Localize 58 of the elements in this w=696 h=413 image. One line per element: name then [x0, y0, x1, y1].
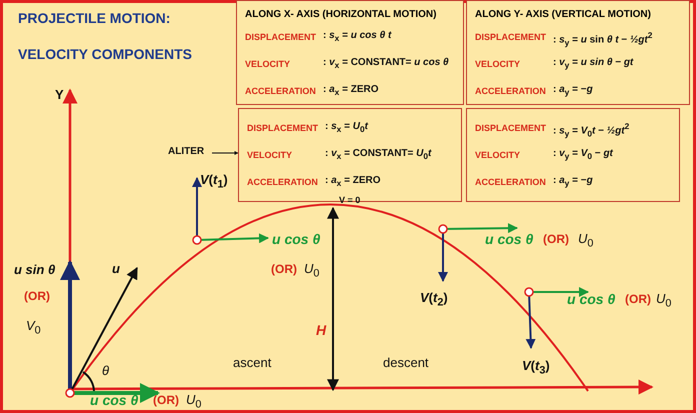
quantity-name: VELOCITY	[475, 150, 520, 160]
phase-label: descent	[383, 355, 429, 370]
equation: : a$_{x}$ = ZERO	[323, 84, 378, 97]
box-heading: ALONG X- AXIS (HORIZONTAL MOTION)	[245, 9, 436, 20]
or-label: (OR)	[271, 262, 297, 276]
quantity-name: DISPLACEMENT	[247, 123, 318, 133]
equation: : a$_{y}$ = −g	[553, 175, 593, 188]
phase-label: ascent	[233, 355, 272, 370]
quantity-name: DISPLACEMENT	[475, 32, 546, 42]
magnitude-label: U$_{0}$	[656, 291, 672, 310]
box-heading: ALONG Y- AXIS (VERTICAL MOTION)	[475, 9, 651, 20]
component-label: u sin θ	[14, 262, 56, 277]
component-label: u cos θ	[485, 231, 534, 247]
magnitude-label: U$_{0}$	[186, 392, 202, 411]
quantity-name: ACCELERATION	[475, 177, 546, 187]
equation: : v$_{y}$ = V$_{0}$ − gt	[553, 148, 613, 161]
vector-label: V(t$_{2}$)	[420, 290, 448, 309]
quantity-name: ACCELERATION	[245, 86, 316, 96]
equation-box	[238, 108, 462, 202]
equation: : a$_{y}$ = −g	[553, 84, 593, 97]
quantity-name: ACCELERATION	[247, 177, 318, 187]
component-label: u cos θ	[272, 231, 320, 247]
magnitude-label: V$_{0}$	[26, 318, 41, 337]
quantity-name: VELOCITY	[475, 59, 520, 69]
equation: : s$_{x}$ = u cos θ t	[323, 30, 392, 43]
angle-label: θ	[102, 363, 110, 378]
or-label: (OR)	[625, 292, 651, 306]
title: VELOCITY COMPONENTS	[18, 46, 192, 62]
or-label: (OR)	[543, 232, 569, 246]
equation: : s$_{y}$ = u sin θ t − ½gt$^{2}$	[553, 30, 652, 48]
or-label: (OR)	[24, 289, 50, 303]
quantity-name: DISPLACEMENT	[245, 32, 316, 42]
equation: : s$_{y}$ = V$_{0}$t − ½gt$^{2}$	[553, 121, 630, 138]
vector-label: V(t$_{1}$)	[200, 172, 228, 191]
quantity-name: VELOCITY	[247, 150, 292, 160]
equation: : s$_{x}$ = U$_{0}$t	[325, 121, 368, 134]
axis-label: Y	[55, 87, 64, 102]
equation: : v$_{x}$ = CONSTANT= U$_{0}$t	[325, 148, 432, 161]
arrow	[212, 151, 238, 155]
equation: : a$_{x}$ = ZERO	[325, 175, 380, 188]
vector-label: u	[112, 261, 120, 276]
component-label: u cos θ	[90, 392, 138, 408]
or-label: (OR)	[153, 393, 179, 407]
component-label: u cos θ	[567, 291, 616, 307]
quantity-name: VELOCITY	[245, 59, 290, 69]
quantity-name: ACCELERATION	[475, 86, 546, 96]
aliter-label: ALITER	[168, 146, 204, 157]
magnitude-label: U$_{0}$	[578, 231, 594, 250]
equation-box	[236, 0, 464, 105]
equation: : v$_{x}$ = CONSTANT= u cos θ	[323, 57, 449, 70]
title: PROJECTILE MOTION:	[18, 10, 170, 26]
height-label: H	[316, 322, 326, 338]
equation-box	[466, 0, 690, 105]
equation: : v$_{y}$ = u sin θ − gt	[553, 57, 634, 70]
equation-box	[466, 108, 680, 202]
quantity-name: DISPLACEMENT	[475, 123, 546, 133]
vector-label: V(t$_{3}$)	[522, 358, 550, 377]
magnitude-label: U$_{0}$	[304, 261, 320, 280]
